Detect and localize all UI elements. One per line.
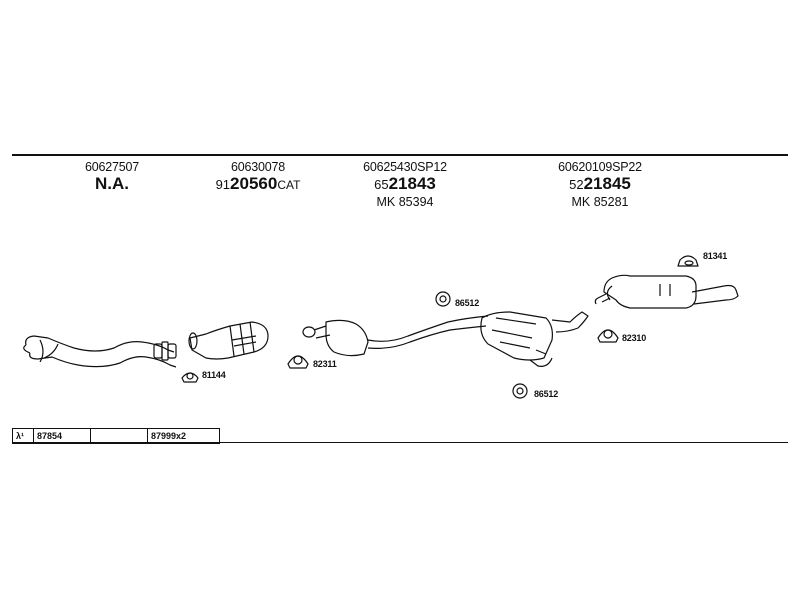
hangers bbox=[181, 255, 699, 399]
column-middle-silencer: 60625430SP12 6521843 MK 85394 bbox=[363, 160, 447, 209]
part-number: 6521843 bbox=[374, 174, 436, 193]
mounting-kit: MK 85281 bbox=[571, 195, 629, 209]
bottom-divider bbox=[12, 442, 788, 443]
part-number: N.A. bbox=[94, 174, 129, 193]
rear-silencer-drawing bbox=[594, 274, 739, 309]
lambda-symbol: λ¹ bbox=[13, 429, 34, 443]
table-cell-2 bbox=[91, 429, 148, 443]
part-label-86512-bottom: 86512 bbox=[534, 389, 559, 399]
mounting-kit: MK 85394 bbox=[376, 195, 434, 209]
part-label-86512-top: 86512 bbox=[455, 298, 480, 308]
part-code: 60627507 bbox=[84, 160, 140, 174]
table-cell-1: 87854 bbox=[34, 429, 91, 443]
part-code: 60630078 bbox=[230, 160, 286, 174]
part-number: 5221845 bbox=[569, 174, 631, 193]
front-pipe-drawing bbox=[23, 335, 177, 368]
part-label-82311: 82311 bbox=[313, 359, 337, 369]
table-cell-3: 87999x2 bbox=[151, 431, 187, 441]
top-divider bbox=[12, 154, 788, 156]
column-catalyst: 60630078 9120560CAT bbox=[216, 160, 301, 195]
catalyst-drawing bbox=[188, 321, 269, 360]
part-number: 9120560CAT bbox=[215, 174, 301, 193]
part-label-82310: 82310 bbox=[622, 333, 647, 343]
part-label-81144: 81144 bbox=[202, 370, 226, 380]
lambda-sensor-table: λ¹ 87854 87999x2 bbox=[12, 428, 220, 444]
middle-silencer-drawing bbox=[302, 315, 489, 357]
part-code: 60625430SP12 bbox=[363, 160, 447, 174]
column-front-pipe: 60627507 N.A. bbox=[85, 160, 139, 194]
center-box-drawing bbox=[480, 311, 589, 367]
part-code: 60620109SP22 bbox=[558, 160, 642, 174]
column-rear-silencer: 60620109SP22 5221845 MK 85281 bbox=[558, 160, 642, 209]
part-label-81341: 81341 bbox=[703, 251, 728, 261]
